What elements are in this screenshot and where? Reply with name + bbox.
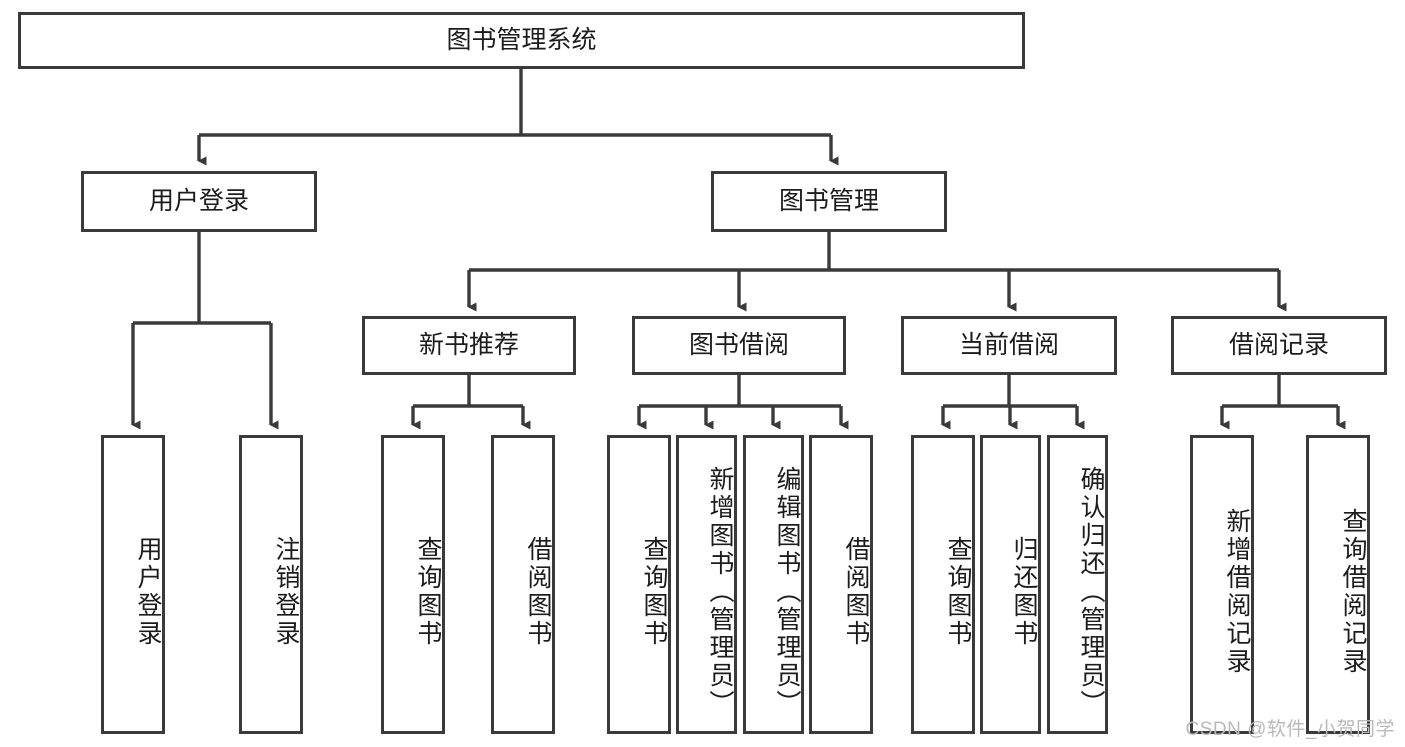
leaf-user-login-1-label: 用户登录: [134, 535, 162, 648]
node-root-label: 图书管理系统: [446, 25, 597, 54]
leaf-current-borrow-1[interactable]: 查询图书: [911, 435, 975, 734]
leaf-current-borrow-3[interactable]: 确认归还（管理员）: [1047, 435, 1108, 734]
node-book-manage-label: 图书管理: [778, 186, 879, 215]
node-new-book-rec[interactable]: 新书推荐: [362, 316, 576, 375]
node-borrow-record[interactable]: 借阅记录: [1171, 316, 1387, 375]
leaf-current-borrow-2-label: 归还图书: [1010, 535, 1038, 648]
node-book-manage[interactable]: 图书管理: [711, 171, 947, 232]
node-root[interactable]: 图书管理系统: [18, 12, 1025, 69]
leaf-book-borrow-3[interactable]: 编辑图书（管理员）: [743, 435, 804, 734]
node-book-borrow-label: 图书借阅: [688, 330, 789, 359]
leaf-current-borrow-1-label: 查询图书: [944, 535, 972, 648]
leaf-borrow-record-2-label: 查询借阅记录: [1339, 507, 1367, 676]
node-book-borrow[interactable]: 图书借阅: [632, 316, 846, 375]
leaf-borrow-record-1[interactable]: 新增借阅记录: [1190, 435, 1254, 734]
leaf-new-book-rec-2[interactable]: 借阅图书: [491, 435, 555, 734]
node-current-borrow[interactable]: 当前借阅: [901, 316, 1117, 375]
leaf-book-borrow-2-label: 新增图书（管理员）: [706, 465, 734, 718]
leaf-book-borrow-2[interactable]: 新增图书（管理员）: [676, 435, 737, 734]
leaf-book-borrow-1-label: 查询图书: [640, 535, 668, 648]
node-user-login[interactable]: 用户登录: [81, 171, 317, 232]
leaf-book-borrow-3-label: 编辑图书（管理员）: [773, 465, 801, 718]
leaf-current-borrow-2[interactable]: 归还图书: [980, 435, 1041, 734]
leaf-user-login-2-label: 注销登录: [272, 535, 300, 648]
leaf-user-login-1[interactable]: 用户登录: [101, 435, 165, 734]
node-new-book-rec-label: 新书推荐: [418, 330, 519, 359]
watermark: CSDN @软件_小贺同学: [1185, 719, 1395, 740]
leaf-borrow-record-1-label: 新增借阅记录: [1223, 507, 1251, 676]
node-current-borrow-label: 当前借阅: [958, 330, 1059, 359]
leaf-new-book-rec-2-label: 借阅图书: [524, 535, 552, 648]
leaf-borrow-record-2[interactable]: 查询借阅记录: [1306, 435, 1370, 734]
node-borrow-record-label: 借阅记录: [1228, 330, 1329, 359]
leaf-new-book-rec-1-label: 查询图书: [414, 535, 442, 648]
leaf-book-borrow-4[interactable]: 借阅图书: [809, 435, 873, 734]
leaf-new-book-rec-1[interactable]: 查询图书: [381, 435, 445, 734]
leaf-current-borrow-3-label: 确认归还（管理员）: [1077, 465, 1105, 718]
node-user-login-label: 用户登录: [148, 186, 249, 215]
leaf-book-borrow-1[interactable]: 查询图书: [607, 435, 671, 734]
leaf-user-login-2[interactable]: 注销登录: [239, 435, 303, 734]
leaf-book-borrow-4-label: 借阅图书: [842, 535, 870, 648]
